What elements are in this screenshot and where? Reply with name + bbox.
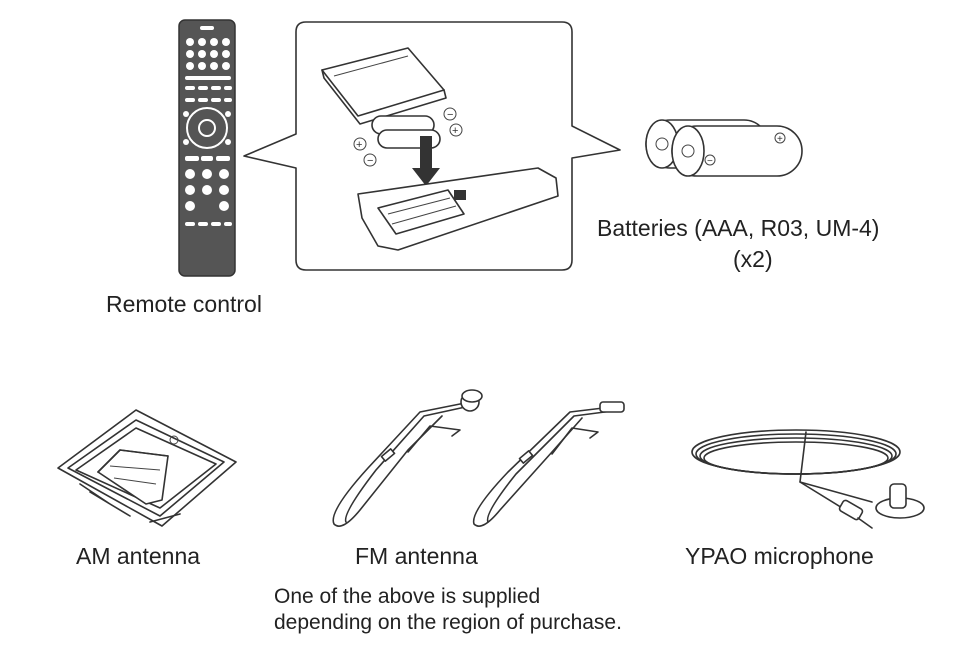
svg-text:+: + bbox=[356, 139, 362, 151]
batteries-label-line1: Batteries (AAA, R03, UM-4) bbox=[597, 215, 880, 241]
am-antenna-label: AM antenna bbox=[76, 543, 201, 569]
svg-text:+: + bbox=[777, 134, 783, 145]
svg-text:−: − bbox=[447, 109, 453, 121]
batteries-illustration: + − + bbox=[645, 119, 803, 177]
ypao-microphone-label: YPAO microphone bbox=[685, 543, 874, 569]
supply-note-line2: depending on the region of purchase. bbox=[274, 611, 622, 634]
supply-note-line1: One of the above is supplied bbox=[274, 585, 541, 608]
remote-control-label: Remote control bbox=[106, 291, 262, 317]
svg-text:−: − bbox=[367, 155, 373, 167]
svg-text:−: − bbox=[707, 156, 713, 167]
fm-antenna-label: FM antenna bbox=[355, 543, 478, 569]
am-antenna-illustration bbox=[57, 409, 237, 527]
batteries-label-line2: (x2) bbox=[733, 246, 773, 272]
svg-text:+: + bbox=[452, 125, 458, 137]
ypao-microphone-illustration bbox=[691, 429, 925, 529]
remote-control-illustration bbox=[178, 19, 236, 277]
fm-antenna-illustration bbox=[332, 389, 625, 527]
battery-insertion-illustration: + − − + bbox=[243, 21, 621, 271]
